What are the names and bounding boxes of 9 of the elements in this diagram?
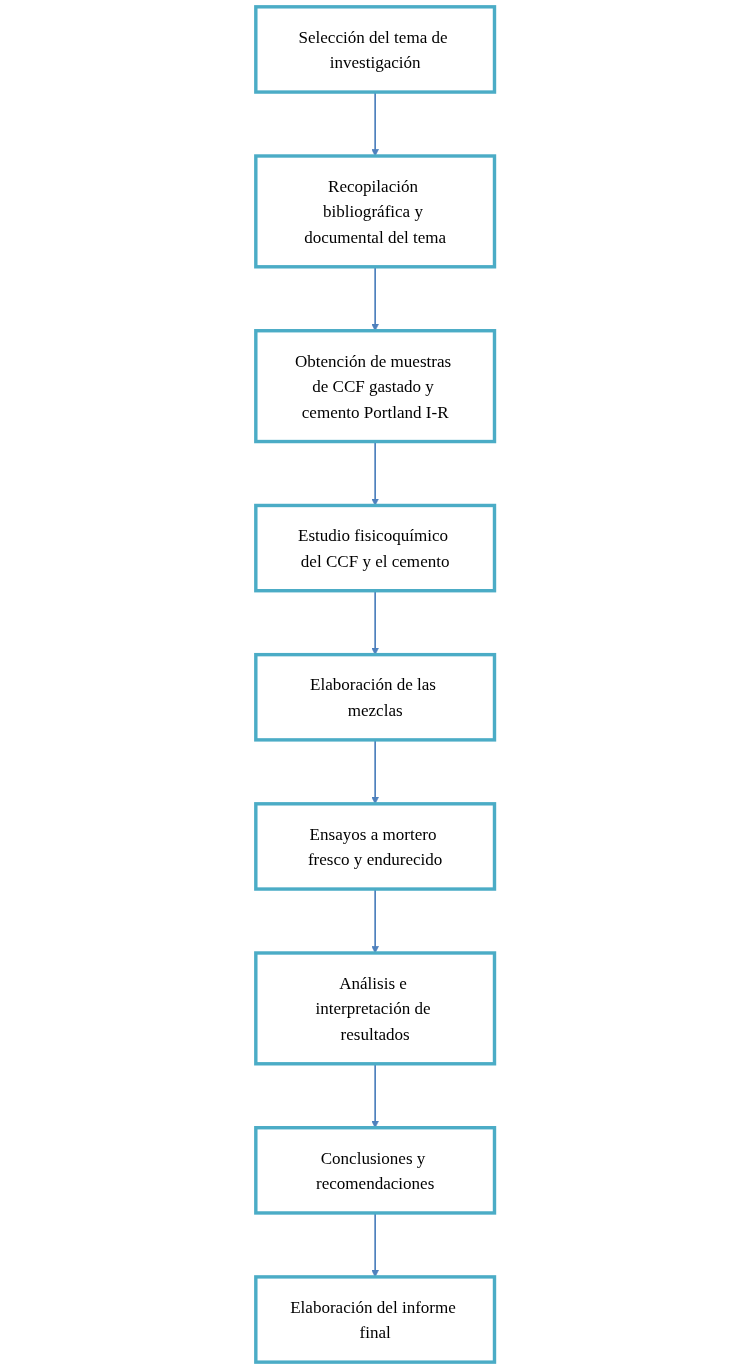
node-box: Análisis e interpretación de resultados xyxy=(253,951,497,1066)
node-box: Ensayos a mortero fresco y endurecido xyxy=(253,802,497,891)
node-box: Elaboración del informe final xyxy=(253,1275,497,1364)
node-box: Conclusiones y recomendaciones xyxy=(253,1126,497,1215)
node-box: Obtención de muestras de CCF gastado y cemento Portland I-R xyxy=(253,329,497,444)
node-box: Estudio fisicoquímico del CCF y el cemento xyxy=(253,503,497,593)
node-box: Elaboración de las mezclas xyxy=(253,652,497,742)
node-box: Selección del tema de investigación xyxy=(253,5,497,94)
node-box: Recopilación bibliográfica y documental del tema xyxy=(253,154,497,269)
